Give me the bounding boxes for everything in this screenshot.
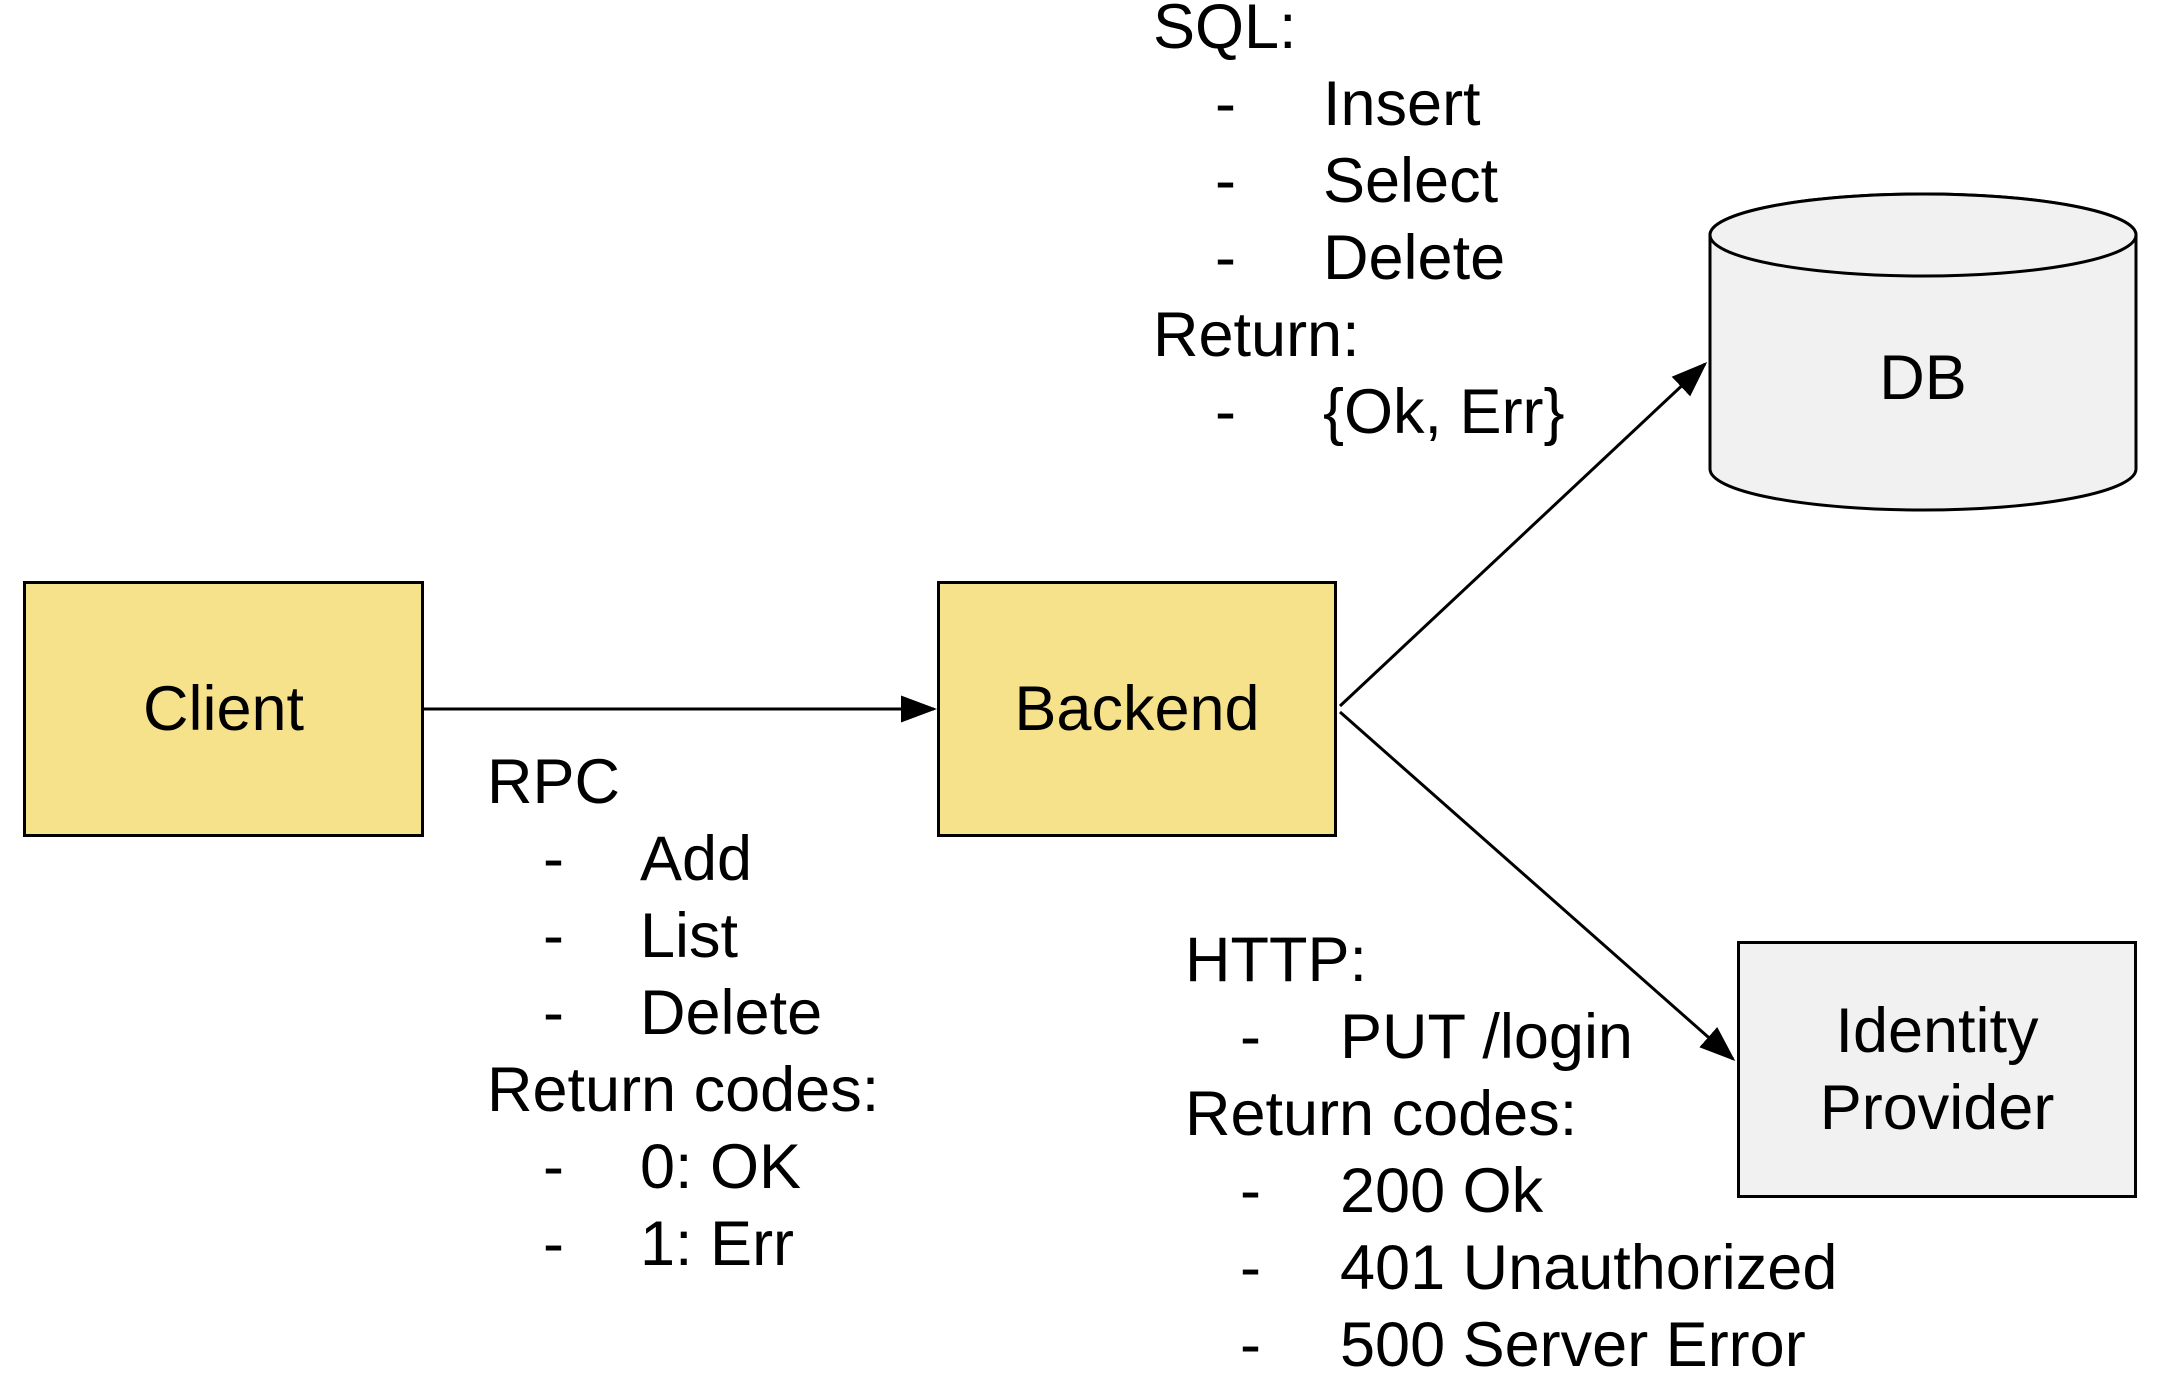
idp-label-line1: Identity <box>1835 995 2039 1066</box>
http-heading: HTTP: <box>1185 922 1367 999</box>
annotation-text: {Ok, Err} <box>1323 377 1565 447</box>
node-identity-provider: Identity Provider <box>1737 941 2137 1198</box>
edge-backend-to-db <box>1338 361 1708 708</box>
node-client-label: Client <box>142 673 305 744</box>
node-client: Client <box>23 581 424 837</box>
bullet-dash: - <box>543 824 564 894</box>
bullet-dash: - <box>1240 1002 1261 1072</box>
annotation-rpc: RPC - Add - List - Delete Return codes: … <box>487 744 1247 1283</box>
annotation-sql: SQL: - Insert - Select - Delete Return: … <box>1153 0 1913 451</box>
node-db-label: DB <box>1879 343 1967 413</box>
bullet-dash: - <box>1215 146 1236 216</box>
annotation-text: Return codes: <box>487 1055 880 1125</box>
annotation-text: Delete <box>640 978 823 1048</box>
annotation-text: Add <box>640 824 753 894</box>
bullet-dash: - <box>1240 1233 1261 1303</box>
annotation-text: SQL: <box>1153 0 1297 62</box>
annotation-text: 1: Err <box>640 1209 795 1279</box>
node-db: DB <box>1708 192 2138 514</box>
bullet-dash: - <box>543 901 564 971</box>
annotation-text: Select <box>1323 146 1499 216</box>
annotation-text: 401 Unauthorized <box>1340 1233 1838 1303</box>
bullet-dash: - <box>1215 377 1236 447</box>
bullet-dash: - <box>1240 1310 1261 1380</box>
annotation-text: Return codes: <box>1185 1079 1578 1149</box>
bullet-dash: - <box>543 978 564 1048</box>
sql-heading: Return: <box>1153 297 1360 374</box>
idp-label-line2: Provider <box>1819 1072 2055 1143</box>
annotation-text: RPC <box>487 747 621 817</box>
bullet-dash: - <box>543 1132 564 1202</box>
edge-backend-to-identity-provider <box>1339 710 1736 1061</box>
db-cylinder-top <box>1708 192 2138 278</box>
bullet-dash: - <box>1215 69 1236 139</box>
annotation-text: HTTP: <box>1185 925 1367 995</box>
annotation-text: 0: OK <box>640 1132 802 1202</box>
annotation-text: Insert <box>1323 69 1481 139</box>
annotation-text: 200 Ok <box>1340 1156 1544 1226</box>
node-backend: Backend <box>937 581 1337 837</box>
rpc-heading: Return codes: <box>487 1052 879 1129</box>
rpc-heading: RPC <box>487 744 620 821</box>
node-backend-label: Backend <box>1014 673 1260 744</box>
http-heading: Return codes: <box>1185 1076 1577 1153</box>
bullet-dash: - <box>1215 223 1236 293</box>
annotation-text: Return: <box>1153 300 1360 370</box>
annotation-text: Delete <box>1323 223 1506 293</box>
bullet-dash: - <box>543 1209 564 1279</box>
annotation-text: PUT /login <box>1340 1002 1633 1072</box>
sql-heading: SQL: <box>1153 0 1297 66</box>
annotation-http: HTTP: - PUT /login Return codes: - 200 O… <box>1185 922 2135 1384</box>
annotation-text: List <box>640 901 739 971</box>
bullet-dash: - <box>1240 1156 1261 1226</box>
annotation-text: 500 Server Error <box>1340 1310 1806 1380</box>
